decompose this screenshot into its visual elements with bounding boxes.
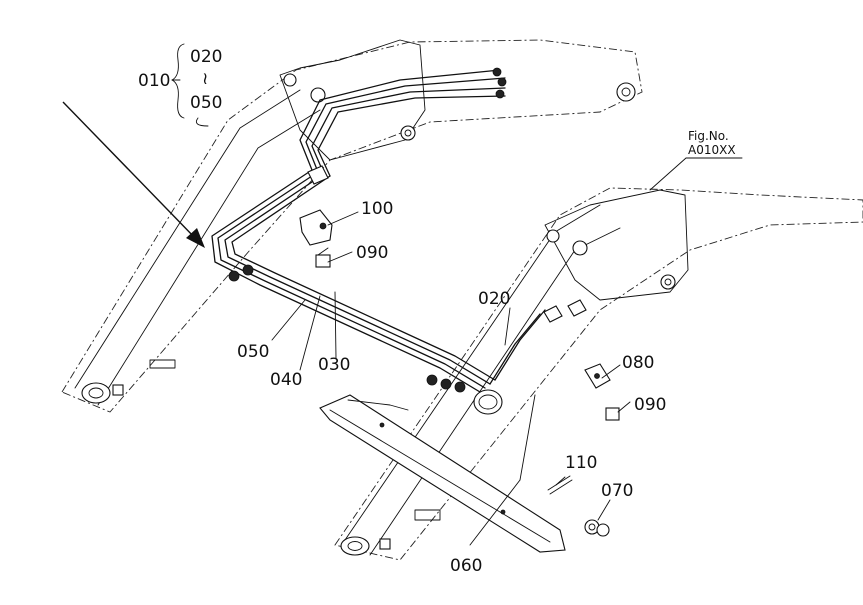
label-030: 030: [318, 355, 350, 375]
hydraulic-pipe-assembly: [211, 67, 587, 393]
label-080: 080: [622, 353, 654, 373]
left-boom-arm: [61, 39, 643, 413]
pointer-arrow: [62, 101, 205, 248]
group-callout-010: 010 020 ≀ 050: [138, 43, 222, 127]
fig-no-value: A010XX: [688, 143, 736, 157]
label-040: 040: [270, 370, 302, 390]
right-cross-tube-end: [473, 389, 503, 415]
lower-clamp-080: [584, 363, 611, 389]
leader-lines: [271, 211, 631, 546]
fig-no-label: Fig.No.: [688, 129, 729, 143]
upper-clamp-100: [299, 209, 333, 246]
right-boom-pivot-hole: [340, 536, 370, 556]
callout-010-label: 010: [138, 71, 170, 91]
label-070: 070: [601, 481, 633, 501]
label-050: 050: [237, 342, 269, 362]
label-020: 020: [478, 289, 510, 309]
callout-010-range-sep: ≀: [202, 69, 208, 89]
label-110: 110: [565, 453, 597, 473]
cover-plate-060: [319, 394, 566, 553]
right-boom-arm: [334, 187, 863, 561]
label-090-upper: 090: [356, 243, 388, 263]
bolt-070: [584, 519, 610, 537]
part-labels: 100 090 020 050 040 030 080 090 110 070 …: [237, 199, 666, 576]
left-boom-pivot-hole: [81, 382, 111, 404]
upper-bolt-090: [315, 247, 331, 268]
washer-110: [547, 475, 573, 495]
lower-bolt-090: [605, 407, 620, 421]
callout-010-range-start: 020: [190, 47, 222, 67]
callout-010-range-end: 050: [190, 93, 222, 113]
label-090-lower: 090: [634, 395, 666, 415]
label-060: 060: [450, 556, 482, 576]
pointer-arrow-head: [186, 228, 205, 248]
label-100: 100: [361, 199, 393, 219]
figure-number-block: Fig.No. A010XX: [649, 129, 743, 191]
